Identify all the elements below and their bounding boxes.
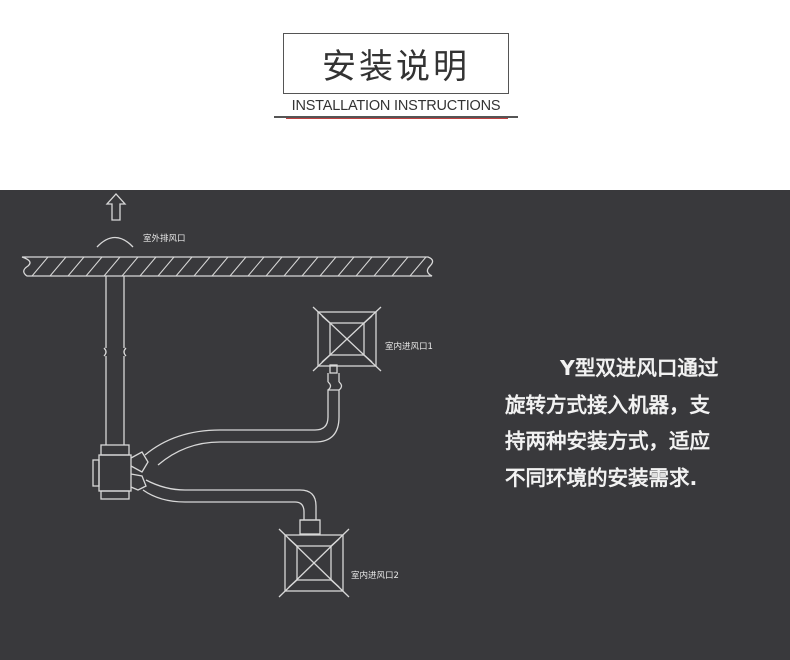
installation-diagram xyxy=(21,193,434,598)
ceiling-slab xyxy=(21,256,434,277)
ventilation-unit xyxy=(92,444,149,500)
description-line: 不同环境的安装需求. xyxy=(505,465,698,490)
duct-branch-2 xyxy=(142,479,321,535)
duct-branch-1 xyxy=(144,364,343,466)
indoor-inlet-1-label: 室内进风口1 xyxy=(385,342,433,352)
exhaust-arrow-icon xyxy=(105,193,127,221)
header-section: 安装说明 INSTALLATION INSTRUCTIONS xyxy=(0,0,790,190)
indoor-inlet-2 xyxy=(278,528,350,598)
exhaust-pipe xyxy=(103,276,127,445)
title-underline xyxy=(274,116,518,118)
title-accent-line xyxy=(286,118,508,119)
outdoor-outlet-cap xyxy=(96,236,134,248)
page-subtitle: INSTALLATION INSTRUCTIONS xyxy=(291,98,501,114)
title-box: 安装说明 xyxy=(283,33,509,94)
description-line: 持两种安装方式，适应 xyxy=(505,429,710,453)
installation-diagram-panel: 室外排风口 室内进风口1 室内进风口2 Y型双进风口通过 旋转方式接入机器，支 … xyxy=(0,190,790,660)
installation-description: Y型双进风口通过 旋转方式接入机器，支 持两种安装方式，适应 不同环境的安装需求… xyxy=(505,350,765,496)
indoor-inlet-2-label: 室内进风口2 xyxy=(351,571,399,581)
outdoor-outlet-label: 室外排风口 xyxy=(143,234,186,244)
description-line: 旋转方式接入机器，支 xyxy=(505,392,710,417)
description-line: Y型双进风口通过 xyxy=(560,356,719,380)
indoor-inlet-1 xyxy=(312,306,382,372)
page-title: 安装说明 xyxy=(322,47,470,87)
